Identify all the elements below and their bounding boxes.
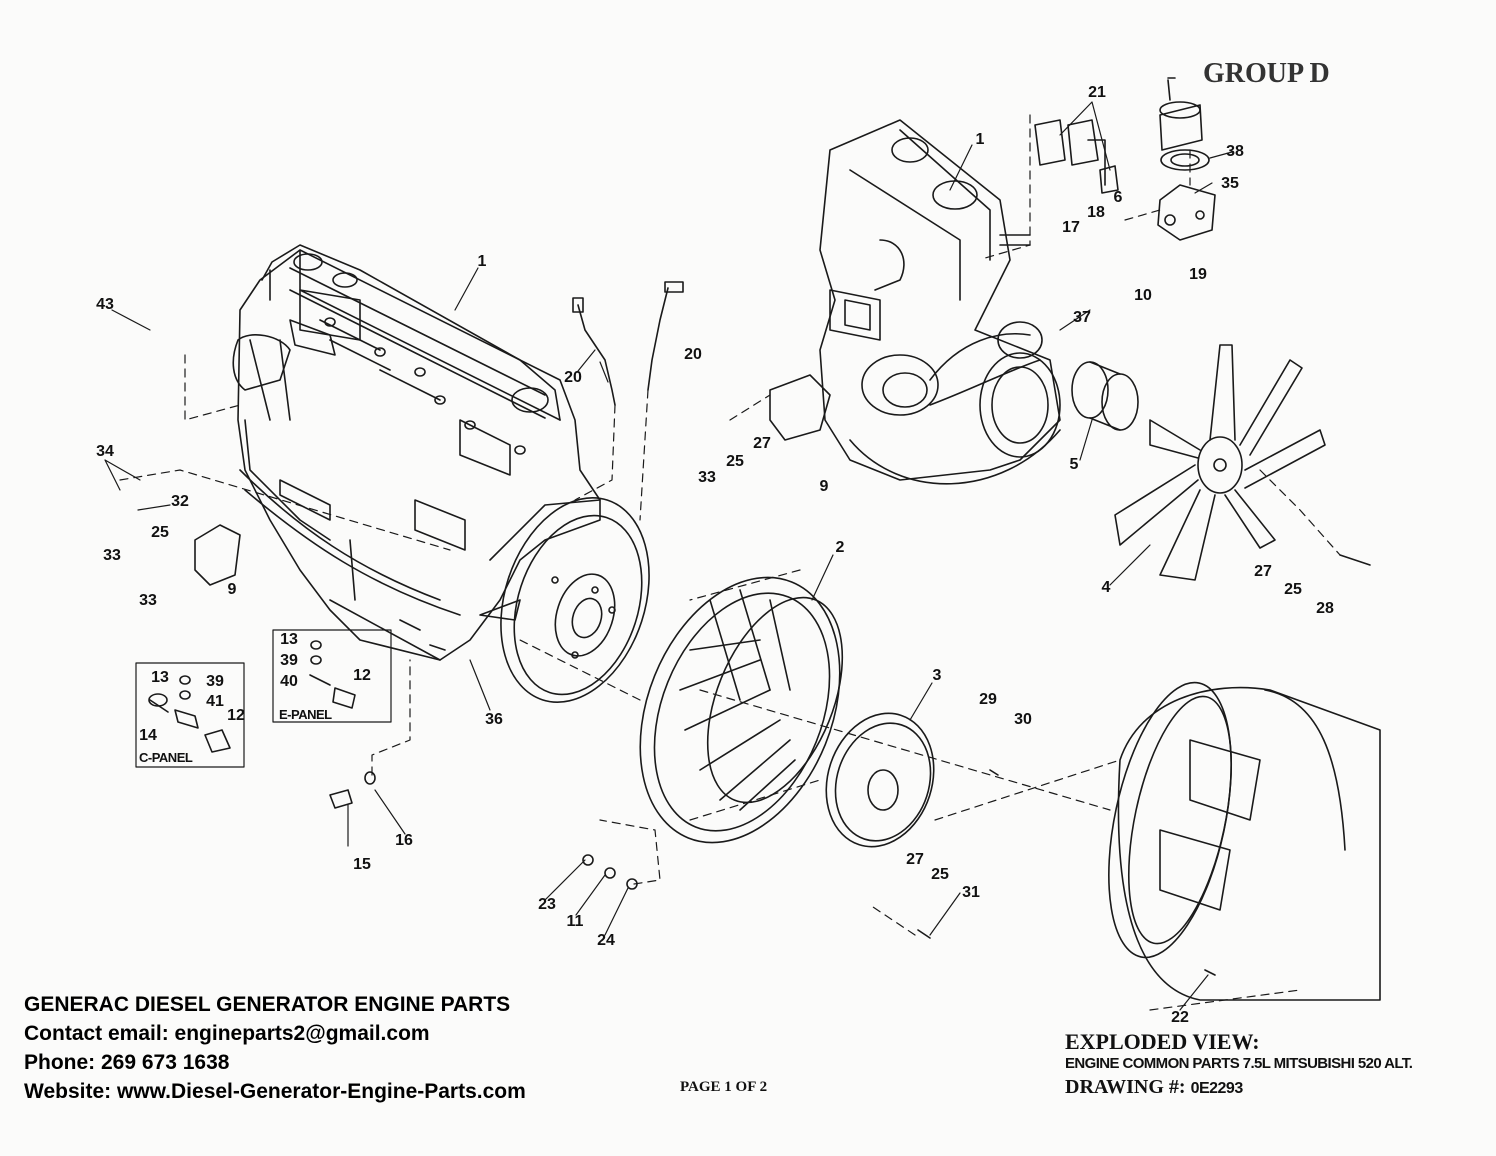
callout-27: 27 — [906, 851, 924, 868]
callout-3: 3 — [932, 667, 942, 684]
drawing-number: 0E2293 — [1190, 1080, 1244, 1097]
assembly-dashed-lines — [119, 114, 1341, 1011]
callout-24: 24 — [597, 932, 615, 949]
callout-25: 25 — [726, 453, 744, 470]
flywheel-housing — [639, 576, 844, 844]
callout-29: 29 — [979, 691, 997, 708]
callout-9: 9 — [227, 581, 237, 598]
callout-30: 30 — [1014, 711, 1032, 728]
drawing-number-row: DRAWING #: 0E2293 — [1065, 1074, 1412, 1102]
drawing-description: ENGINE COMMON PARTS 7.5L MITSUBISHI 520 … — [1065, 1055, 1413, 1072]
callout-1: 1 — [975, 131, 985, 148]
callout-17: 17 — [1062, 219, 1080, 236]
callout-12: 12 — [353, 667, 371, 684]
page-number: PAGE 1 OF 2 — [680, 1079, 768, 1095]
e-panel-box — [272, 629, 392, 723]
callout-5: 5 — [1069, 456, 1079, 473]
callout-6: 6 — [1113, 189, 1123, 206]
callout-13: 13 — [280, 631, 298, 648]
e-panel-label: E-PANEL — [279, 707, 332, 722]
callout-16: 16 — [395, 832, 413, 849]
callout-25: 25 — [151, 524, 169, 541]
callout-33: 33 — [103, 547, 121, 564]
callout-38: 38 — [1226, 143, 1244, 160]
panel-sensors — [148, 640, 356, 753]
drawing-label: DRAWING #: — [1065, 1076, 1186, 1098]
callout-27: 27 — [753, 435, 771, 452]
callout-37: 37 — [1073, 309, 1091, 326]
callout-39: 39 — [206, 673, 224, 690]
callout-31: 31 — [962, 884, 980, 901]
callout-27: 27 — [1254, 563, 1272, 580]
callout-34: 34 — [96, 443, 114, 460]
callout-32: 32 — [171, 493, 189, 510]
website-line: Website: www.Diesel-Generator-Engine-Par… — [24, 1080, 526, 1103]
callout-22: 22 — [1171, 1009, 1189, 1026]
callout-41: 41 — [206, 693, 224, 710]
view-title: EXPLODED VIEW: — [1065, 1029, 1260, 1054]
callout-35: 35 — [1221, 175, 1239, 192]
generator-adapter — [1108, 681, 1381, 1001]
title-block: EXPLODED VIEW: ENGINE COMMON PARTS 7.5L … — [1065, 1029, 1413, 1102]
front-engine-view — [819, 119, 1061, 485]
c-panel-label: C-PANEL — [139, 750, 193, 765]
callout-33: 33 — [139, 592, 157, 609]
sensor-harnesses — [572, 281, 684, 406]
callout-15: 15 — [353, 856, 371, 873]
main-engine-block — [232, 244, 650, 703]
callout-2: 2 — [835, 539, 845, 556]
callout-14: 14 — [139, 727, 157, 744]
mount-brackets — [194, 374, 831, 586]
callout-21: 21 — [1088, 84, 1106, 101]
contact-block: GENERAC DIESEL GENERATOR ENGINE PARTS Co… — [24, 990, 526, 1106]
callout-11: 11 — [566, 913, 584, 930]
callout-4: 4 — [1101, 579, 1111, 596]
c-panel-box — [135, 662, 245, 768]
callout-40: 40 — [280, 673, 298, 690]
callout-12: 12 — [227, 707, 245, 724]
callout-13: 13 — [151, 669, 169, 686]
phone-line: Phone: 269 673 1638 — [24, 1051, 230, 1074]
callout-20: 20 — [564, 369, 582, 386]
callout-9: 9 — [819, 478, 829, 495]
email-line: Contact email: engineparts2@gmail.com — [24, 1022, 430, 1045]
callout-43: 43 — [96, 296, 114, 313]
callout-23: 23 — [538, 896, 556, 913]
fan-spacer — [1071, 361, 1139, 431]
callout-39: 39 — [280, 652, 298, 669]
callout-1: 1 — [477, 253, 487, 270]
flex-plate — [825, 712, 935, 848]
callout-18: 18 — [1087, 204, 1105, 221]
callout-20: 20 — [684, 346, 702, 363]
callout-19: 19 — [1189, 266, 1207, 283]
manifold-gaskets — [1034, 119, 1119, 194]
callout-25: 25 — [931, 866, 949, 883]
group-title: GROUP D — [1203, 58, 1330, 89]
callout-33: 33 — [698, 469, 716, 486]
callout-28: 28 — [1316, 600, 1334, 617]
callout-25: 25 — [1284, 581, 1302, 598]
leader-lines — [104, 101, 1233, 1011]
callout-36: 36 — [485, 711, 503, 728]
company-line: GENERAC DIESEL GENERATOR ENGINE PARTS — [24, 993, 511, 1016]
cooling-fan — [1114, 344, 1326, 581]
callout-10: 10 — [1134, 287, 1152, 304]
thermostat-housing — [1157, 77, 1216, 241]
